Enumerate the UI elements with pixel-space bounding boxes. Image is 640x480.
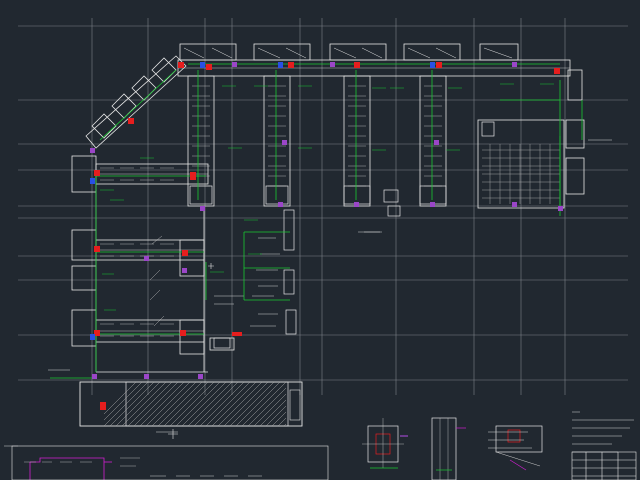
red-marks (94, 62, 560, 410)
purple-marks (90, 62, 563, 379)
title-block (571, 451, 637, 480)
diagonal-wing (85, 55, 187, 149)
bottom-hatched-building (79, 381, 303, 427)
top-wings (177, 43, 571, 77)
magenta-pipes (29, 457, 112, 480)
notes-text (488, 139, 634, 453)
left-wing-fixtures (100, 167, 174, 337)
central-risers (213, 209, 297, 349)
riser-labels (214, 231, 380, 327)
grid-axis-lines (18, 18, 628, 395)
blue-marks (90, 62, 435, 340)
outer-walls (95, 190, 208, 373)
cross-markers (168, 263, 214, 439)
green-labels (100, 83, 554, 311)
right-room-block (482, 144, 560, 204)
misc-labels (4, 231, 382, 447)
bottom-left-schematic (11, 445, 329, 480)
column-bottom-boxes (189, 121, 495, 217)
detail-section-2 (431, 417, 466, 480)
wing-columns (187, 69, 585, 209)
wing-fixtures (192, 85, 442, 187)
detail-section-1 (362, 418, 408, 469)
detail-section-3 (495, 425, 543, 471)
